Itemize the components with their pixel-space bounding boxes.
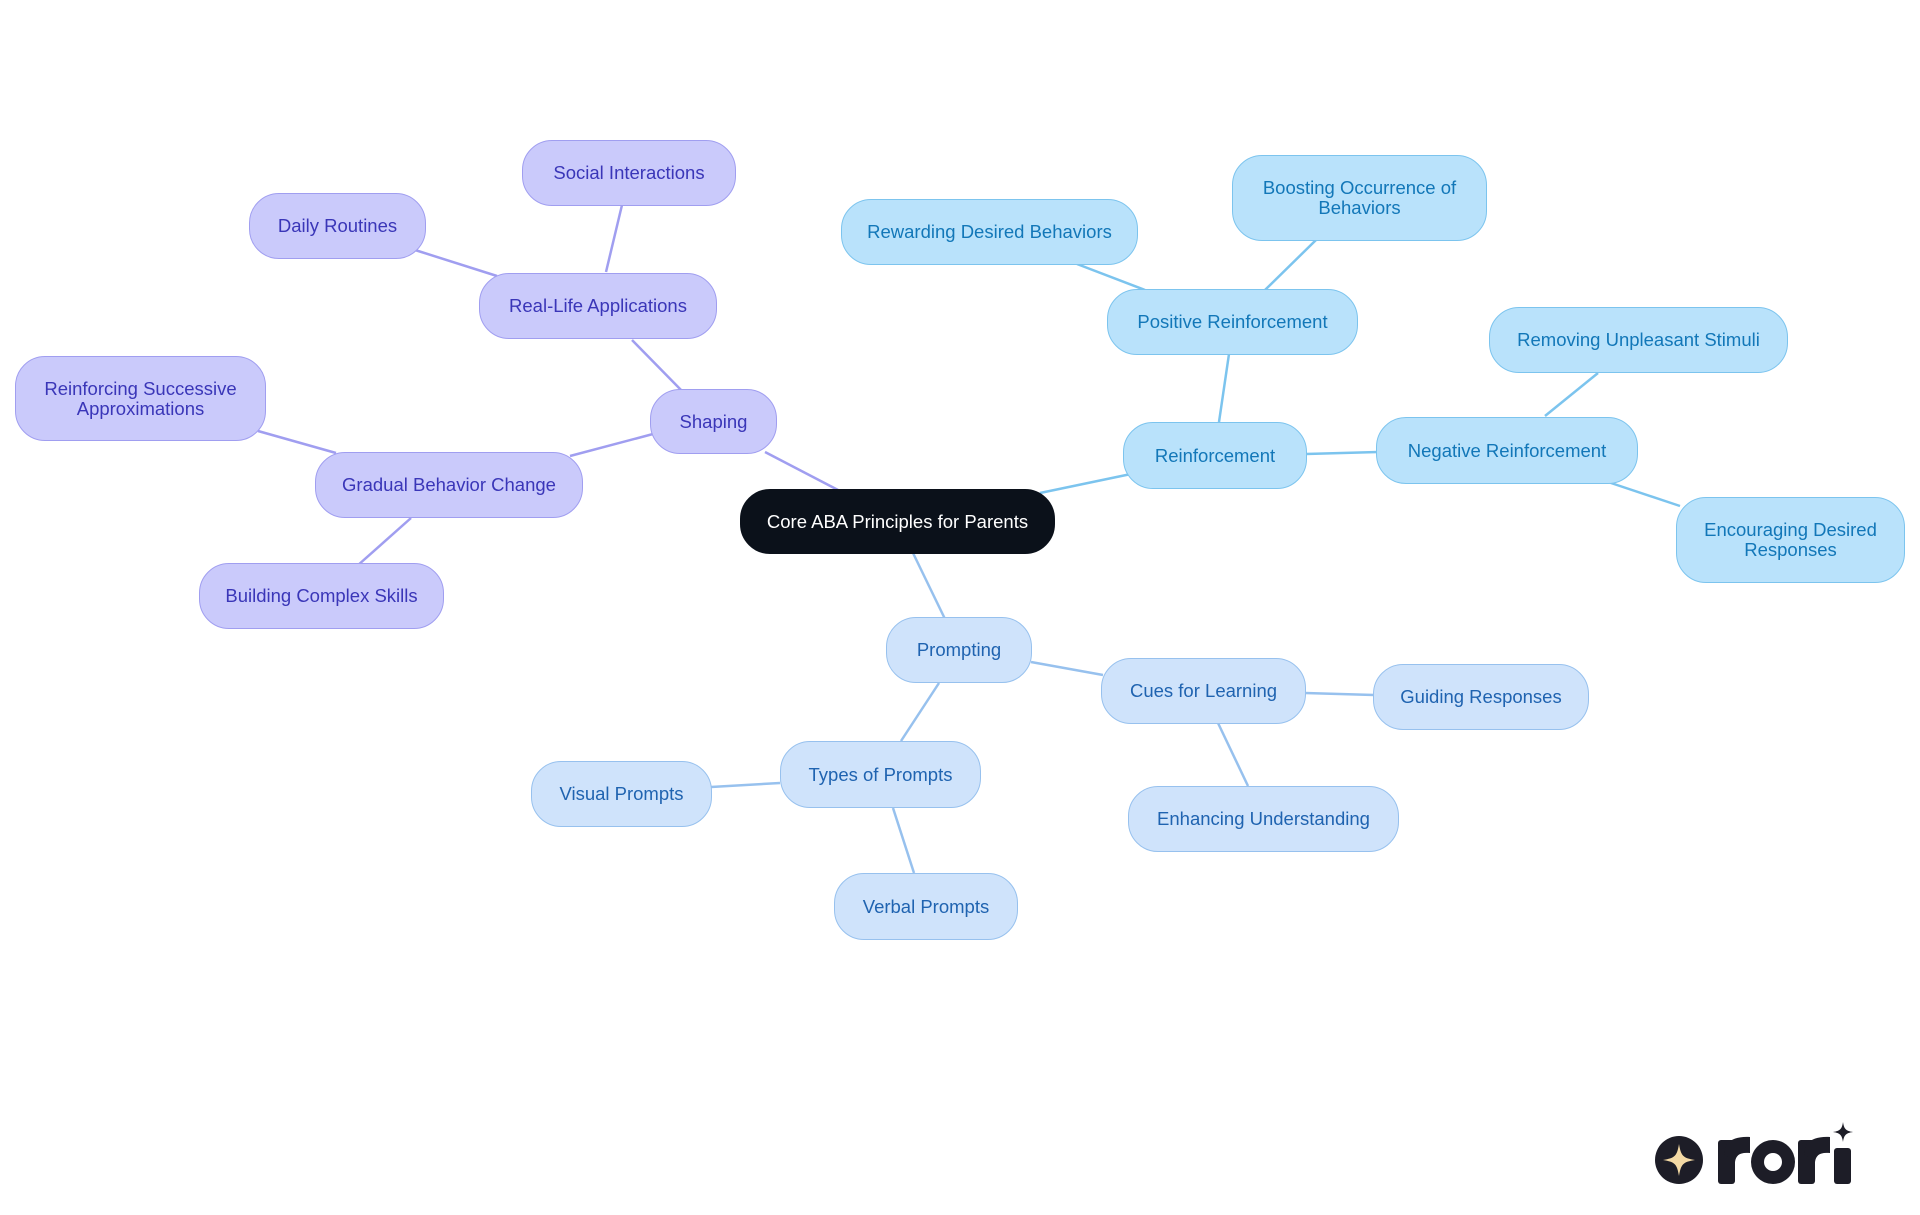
node-rewarding-desired-behaviors[interactable]: Rewarding Desired Behaviors [841, 199, 1138, 265]
rori-logo [1655, 1122, 1853, 1184]
connector-gradual-building [356, 517, 412, 567]
node-shaping[interactable]: Shaping [650, 389, 777, 454]
node-types-of-prompts[interactable]: Types of Prompts [780, 741, 981, 808]
node-boosting-occurrence[interactable]: Boosting Occurrence of Behaviors [1232, 155, 1487, 241]
node-visual-prompts[interactable]: Visual Prompts [531, 761, 712, 827]
node-removing-unpleasant-stimuli[interactable]: Removing Unpleasant Stimuli [1489, 307, 1788, 373]
connector-negative-removing [1544, 372, 1599, 417]
node-prompting[interactable]: Prompting [886, 617, 1032, 683]
node-real-life-applications[interactable]: Real-Life Applications [479, 273, 717, 339]
star-icon [1833, 1122, 1853, 1142]
connector-types-visual [710, 781, 781, 789]
node-daily-routines[interactable]: Daily Routines [249, 193, 426, 259]
connector-gradual-reinforcing [257, 429, 337, 455]
sparkle-icon [1655, 1136, 1703, 1184]
connector-cues-guiding [1304, 691, 1375, 697]
connector-reinforcement-positive [1217, 353, 1231, 423]
node-negative-reinforcement[interactable]: Negative Reinforcement [1376, 417, 1638, 484]
node-building-complex-skills[interactable]: Building Complex Skills [199, 563, 444, 629]
connector-prompting-types [899, 682, 941, 742]
connector-shaping-real-life [631, 339, 684, 393]
connector-negative-encouraging [1607, 480, 1681, 508]
logo-wordmark [1718, 1122, 1853, 1184]
connector-positive-boosting [1264, 239, 1317, 291]
node-reinforcement[interactable]: Reinforcement [1123, 422, 1307, 489]
node-verbal-prompts[interactable]: Verbal Prompts [834, 873, 1018, 940]
node-positive-reinforcement[interactable]: Positive Reinforcement [1107, 289, 1358, 355]
node-reinforcing-successive-approximations[interactable]: Reinforcing Successive Approximations [15, 356, 266, 441]
connector-central-reinforcement [1039, 472, 1132, 495]
connector-real-life-daily [414, 248, 498, 278]
connector-central-shaping [764, 450, 839, 492]
node-gradual-behavior-change[interactable]: Gradual Behavior Change [315, 452, 583, 518]
connector-types-verbal [891, 807, 916, 874]
node-guiding-responses[interactable]: Guiding Responses [1373, 664, 1589, 730]
connector-positive-rewarding [1076, 262, 1146, 292]
central-topic[interactable]: Core ABA Principles for Parents [740, 489, 1055, 554]
node-encouraging-desired-responses[interactable]: Encouraging Desired Responses [1676, 497, 1905, 583]
node-cues-for-learning[interactable]: Cues for Learning [1101, 658, 1306, 724]
connector-reinforcement-negative [1305, 450, 1379, 456]
node-enhancing-understanding[interactable]: Enhancing Understanding [1128, 786, 1399, 852]
connector-cues-enhancing [1216, 722, 1250, 787]
connector-real-life-social [604, 204, 624, 273]
connector-shaping-gradual [569, 432, 654, 458]
connector-central-prompting [911, 552, 947, 620]
connector-prompting-cues [1030, 660, 1104, 677]
node-social-interactions[interactable]: Social Interactions [522, 140, 736, 206]
